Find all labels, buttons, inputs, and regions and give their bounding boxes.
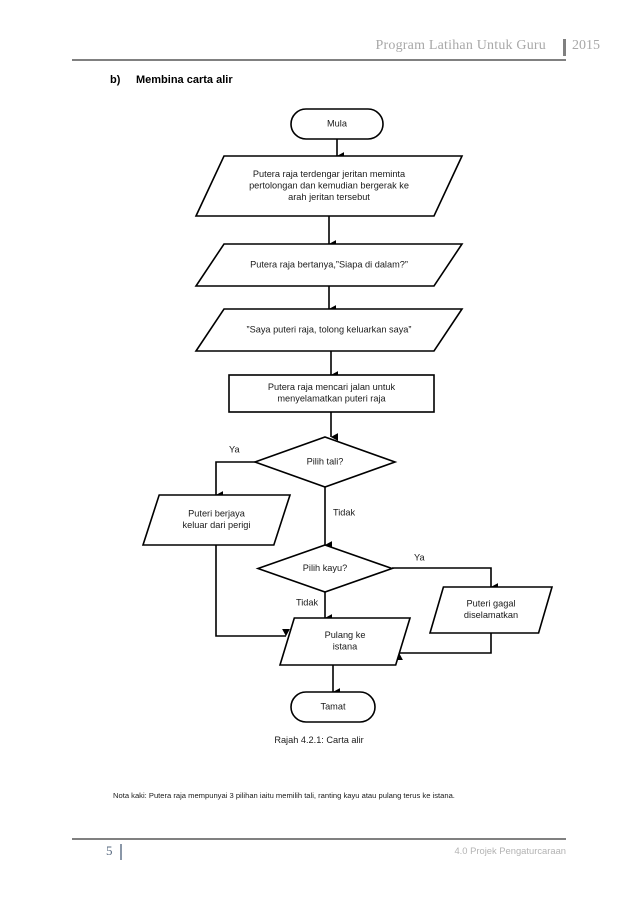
section-marker: b) [110, 74, 121, 86]
flow-node-jawab: ”Saya puteri raja, tolong keluarkan saya… [194, 308, 464, 352]
flow-node-label: Pilih tali? [307, 456, 344, 466]
flow-node-label: ”Saya puteri raja, tolong keluarkan saya… [247, 324, 412, 334]
flow-node-dengar: Putera raja terdengar jeritan memintaper… [194, 155, 464, 217]
flow-node-tamat: Tamat [290, 691, 376, 723]
flow-edge-label: Tidak [296, 597, 319, 607]
flow-node-mencari: Putera raja mencari jalan untuk menyelama… [228, 374, 435, 413]
flow-node-label: arah jeritan tersebut [288, 192, 370, 202]
flow-node-mula: Mula [290, 108, 384, 140]
flow-node-pilih_kayu: Pilih kayu? [255, 544, 395, 593]
flow-edge-label: Tidak [333, 507, 356, 517]
flow-node-label: Putera raja bertanya,”Siapa di dalam?” [250, 259, 408, 269]
footnote: Nota kaki: Putera raja mempunyai 3 pilih… [113, 791, 455, 800]
flowchart-edges [215, 139, 498, 696]
flow-node-bertanya: Putera raja bertanya,”Siapa di dalam?” [194, 243, 464, 287]
process-shape [228, 374, 435, 413]
flow-connector [392, 567, 498, 591]
decision-shape [255, 544, 395, 593]
flow-node-label: Mula [327, 118, 348, 128]
flow-connector [215, 461, 255, 499]
flow-node-pulang: Pulang ke istana [278, 617, 412, 666]
io-shape [194, 308, 464, 352]
io-shape [194, 243, 464, 287]
figure-caption: Rajah 4.2.1: Carta alir [274, 735, 364, 745]
io-shape [141, 494, 292, 546]
flow-connector [395, 633, 492, 660]
decision-shape [252, 436, 398, 488]
header-rule [72, 59, 566, 61]
header-separator-bar [563, 39, 566, 56]
page-number: 5 [106, 843, 113, 858]
io-shape [428, 586, 554, 634]
header-title: Program Latihan Untuk Guru [375, 38, 546, 53]
section-heading: b) Membina carta alir [110, 74, 233, 86]
terminator-shape [290, 108, 384, 140]
flow-node-label: menyelamatkan puteri raja [277, 394, 386, 404]
flow-connector [215, 545, 290, 637]
flow-node-label: Puteri berjaya [188, 509, 246, 519]
footer-separator-bar [120, 844, 122, 860]
io-shape [194, 155, 464, 217]
terminator-shape [290, 691, 376, 723]
flow-node-label: diselamatkan [464, 610, 518, 620]
header-year: 2015 [572, 38, 600, 53]
flow-node-label: Puteri gagal [466, 599, 515, 609]
flow-node-label: Putera raja mencari jalan untuk [268, 382, 396, 392]
flow-node-label: Pilih kayu? [303, 563, 347, 573]
section-heading-text: Membina carta alir [136, 74, 233, 86]
flow-node-label: Pulang ke [325, 630, 366, 640]
flow-node-label: keluar dari perigi [183, 520, 251, 530]
flow-node-label: Tamat [320, 701, 345, 711]
flow-node-label: Putera raja terdengar jeritan meminta [253, 169, 406, 179]
flow-node-label: pertolongan dan kemudian bergerak ke [249, 180, 409, 190]
flow-edge-label: Ya [229, 444, 240, 454]
flow-edge-label: Ya [414, 552, 425, 562]
page-header: Program Latihan Untuk Guru 2015 [0, 38, 638, 68]
footer-section-label: 4.0 Projek Pengaturcaraan [454, 845, 566, 856]
flow-node-label: istana [333, 642, 358, 652]
flow-node-pilih_tali: Pilih tali? [252, 436, 398, 488]
io-shape [278, 617, 412, 666]
footer-rule [72, 838, 566, 840]
